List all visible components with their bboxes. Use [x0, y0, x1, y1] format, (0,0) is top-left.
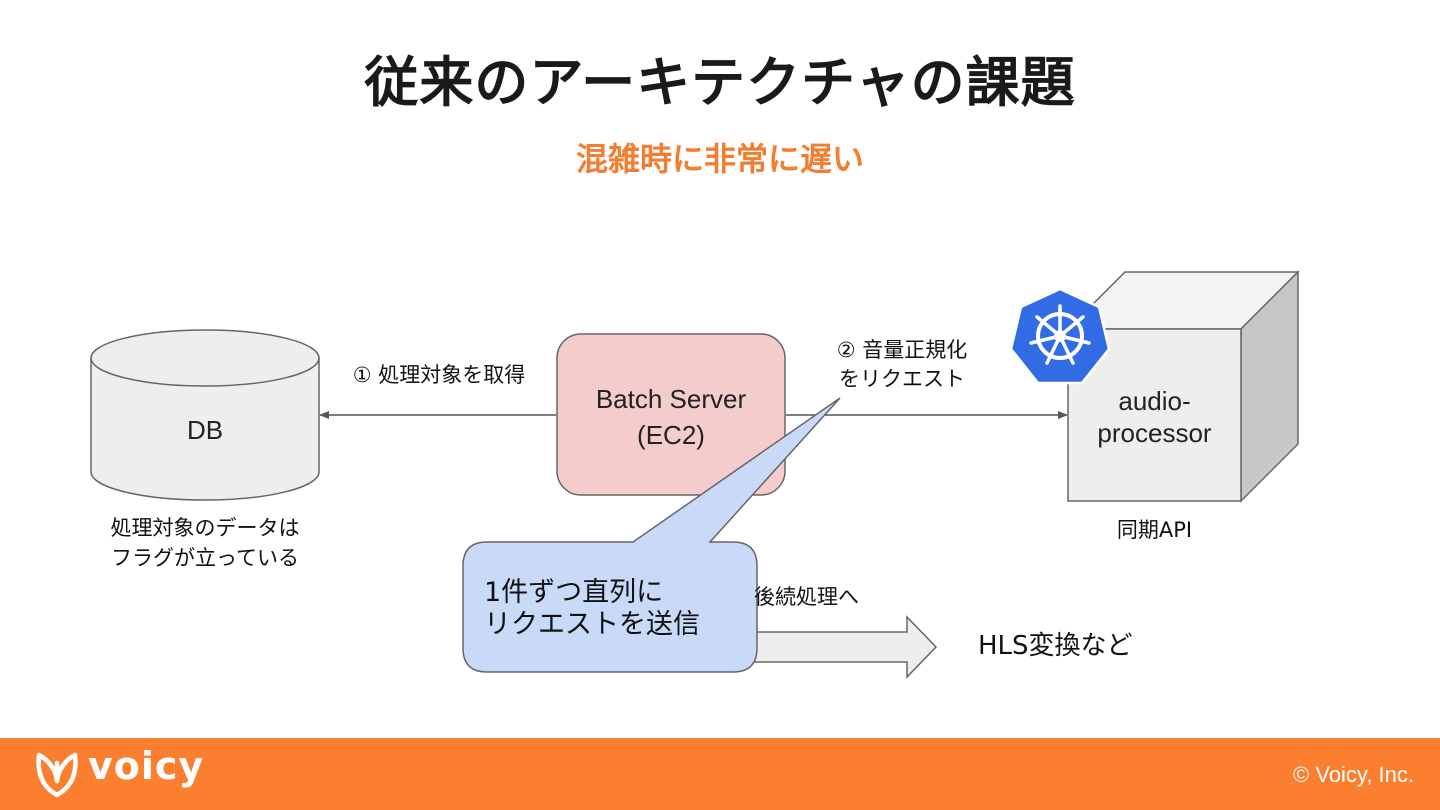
downstream-label: 後続処理へ	[754, 585, 859, 609]
db-label: DB	[186, 415, 224, 445]
downstream-block-arrow	[739, 615, 938, 679]
page-title: 従来のアーキテクチャの課題	[364, 51, 1076, 114]
batch-server-box	[556, 333, 786, 496]
db-caption-line2: フラグが立っている	[111, 546, 299, 570]
db-cylinder	[90, 329, 320, 501]
batch-server-line1: Batch Server	[595, 384, 747, 414]
callout-line2: リクエストを送信	[484, 609, 700, 640]
edge-normalize-line2: をリクエスト	[839, 367, 965, 391]
db-caption-line1: 処理対象のデータは	[110, 516, 300, 540]
callout-line1: 1件ずつ直列に	[484, 577, 664, 608]
edge-normalize-line1: ② 音量正規化	[836, 338, 968, 362]
copyright: © Voicy, Inc.	[1293, 762, 1414, 787]
callout-bubble	[462, 397, 841, 673]
footer-bar: voicy © Voicy, Inc.	[0, 738, 1440, 810]
edge-fetch-label: ① 処理対象を取得	[352, 363, 526, 387]
downstream-target: HLS変換など	[978, 631, 1133, 661]
kubernetes-icon	[1009, 287, 1111, 385]
audio-processor-line1: audio-	[1118, 386, 1191, 416]
batch-server-line2: (EC2)	[637, 420, 705, 450]
voicy-logo-icon	[36, 752, 78, 798]
voicy-logo-text: voicy	[88, 744, 205, 788]
page-subtitle: 混雑時に非常に遅い	[575, 140, 864, 178]
audio-processor-line2: processor	[1097, 418, 1212, 448]
audio-processor-caption: 同期API	[1116, 518, 1193, 542]
